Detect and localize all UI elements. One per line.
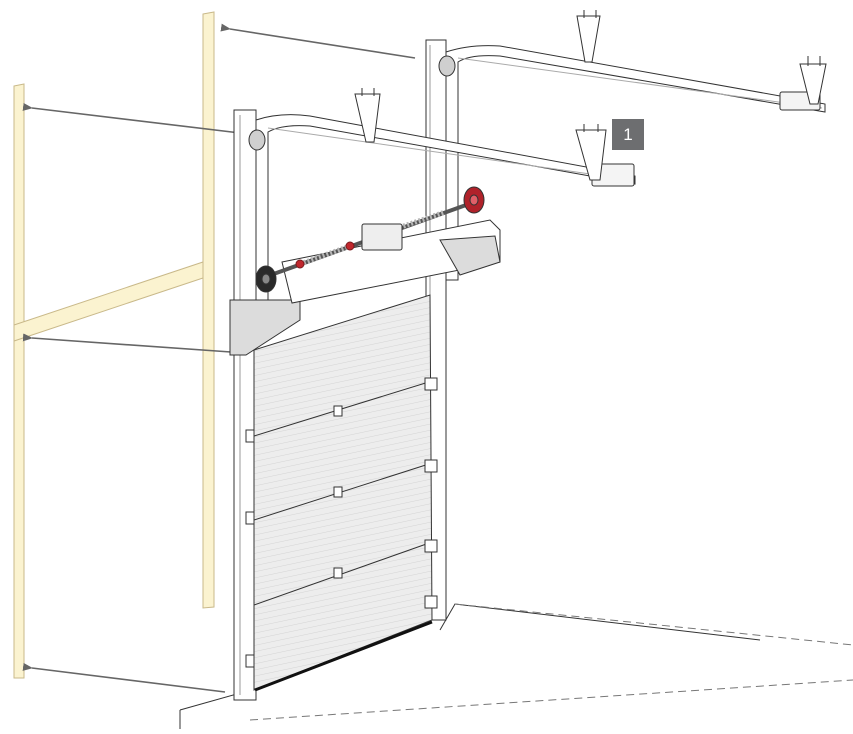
header-bracket [229,219,501,356]
left-vertical-rail [233,109,257,701]
spring-cone-left [295,259,305,269]
arrow-top-right [220,23,416,59]
track-rollers [248,55,456,151]
cable-drums [255,186,485,293]
upper-track [445,45,826,281]
horizontal-tracks [255,45,826,331]
arrow-middle [22,333,246,354]
sectional-door-panels [245,294,438,692]
arrow-top-left [22,102,241,134]
spring-cone-center [345,241,355,251]
left-frame-post [13,83,25,679]
arrow-bottom [22,662,226,693]
ceiling-hangers [354,10,827,181]
right-frame-post [202,11,215,609]
frame-crossbar [13,261,204,342]
callout-badge: 1 [612,119,644,150]
lower-track [255,114,636,331]
pointer-arrows [22,23,416,693]
wall-frame-posts [13,11,215,679]
spring-anchor [361,223,403,251]
